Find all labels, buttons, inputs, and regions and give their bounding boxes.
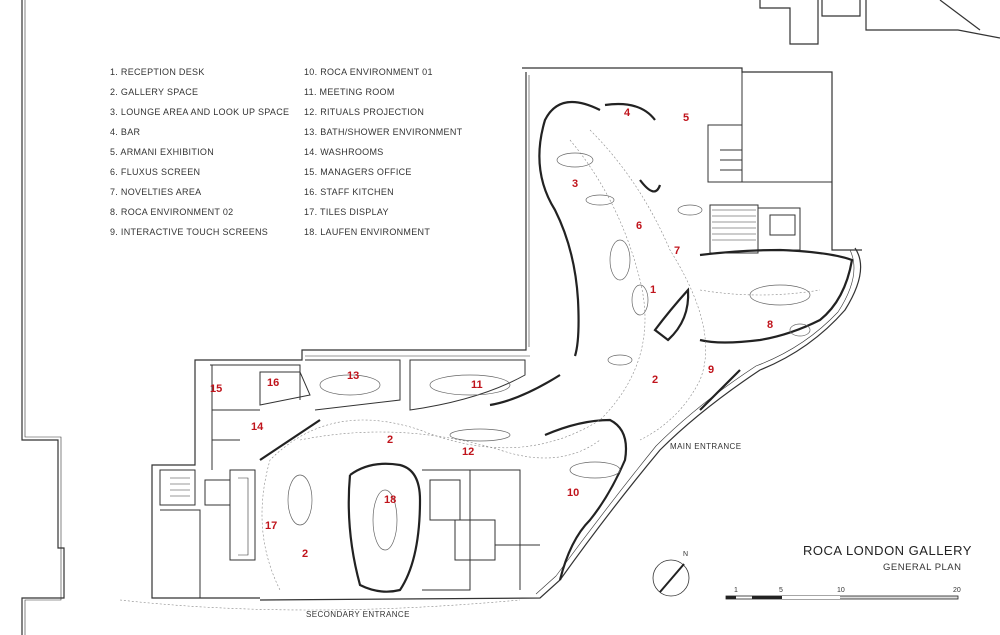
room-number: 1: [650, 284, 656, 296]
north-label: N: [683, 551, 688, 558]
room-number: 5: [683, 112, 689, 124]
room-number: 2: [652, 374, 658, 386]
room-number: 14: [251, 421, 264, 433]
legend-item: 14. WASHROOMS: [304, 147, 384, 157]
legend-column-1: 1. RECEPTION DESK 2. GALLERY SPACE 3. LO…: [110, 62, 289, 242]
room-numbers: 1 2 2 2 3 4 5 6 7 8 9 10 11 12 13 14 15 …: [210, 107, 773, 560]
legend-item: 2. GALLERY SPACE: [110, 87, 199, 97]
legend-item: 17. TILES DISPLAY: [304, 207, 389, 217]
room-number: 2: [387, 434, 393, 446]
room-number: 4: [624, 107, 631, 119]
curved-walls: [259, 100, 854, 593]
legend-item: 15. MANAGERS OFFICE: [304, 167, 412, 177]
scale-tick-label: 5: [779, 587, 783, 594]
legend-item: 10. ROCA ENVIRONMENT 01: [304, 67, 433, 77]
legend-item: 11. MEETING ROOM: [304, 87, 395, 97]
room-number: 12: [462, 446, 474, 458]
secondary-entrance-label: SECONDARY ENTRANCE: [306, 610, 410, 619]
room-number: 11: [471, 379, 483, 391]
scale-tick-label: 10: [837, 587, 845, 594]
room-number: 16: [267, 377, 279, 389]
plan-subtitle: GENERAL PLAN: [883, 562, 962, 573]
legend-item: 8. ROCA ENVIRONMENT 02: [110, 207, 234, 217]
room-number: 6: [636, 220, 642, 232]
room-number: 13: [347, 370, 359, 382]
room-number: 10: [567, 487, 579, 499]
building-outline: [21, 0, 1000, 635]
legend-item: 3. LOUNGE AREA AND LOOK UP SPACE: [110, 107, 290, 117]
room-number: 2: [302, 548, 308, 560]
scale-bar: 1 5 10 20: [725, 587, 961, 600]
legend-item: 18. LAUFEN ENVIRONMENT: [304, 227, 431, 237]
room-number: 8: [767, 319, 773, 331]
circulation-lines: [119, 129, 821, 611]
main-entrance-label: MAIN ENTRANCE: [670, 442, 742, 451]
plan-title: ROCA LONDON GALLERY: [803, 543, 972, 558]
legend-item: 1. RECEPTION DESK: [110, 67, 205, 77]
legend-item: 13. BATH/SHOWER ENVIRONMENT: [304, 127, 463, 137]
scale-tick-label: 1: [734, 587, 738, 594]
legend-item: 9. INTERACTIVE TOUCH SCREENS: [110, 227, 269, 237]
legend-item: 4. BAR: [110, 127, 141, 137]
north-arrow-icon: N: [652, 551, 690, 597]
legend-item: 6. FLUXUS SCREEN: [110, 167, 201, 177]
scale-tick-label: 20: [953, 587, 961, 594]
room-number: 17: [265, 520, 277, 532]
room-number: 15: [210, 383, 222, 395]
legend-item: 16. STAFF KITCHEN: [304, 187, 394, 197]
legend-item: 7. NOVELTIES AREA: [110, 187, 202, 197]
furniture-shapes: [287, 152, 811, 551]
legend-item: 5. ARMANI EXHIBITION: [110, 147, 215, 157]
legend-item: 12. RITUALS PROJECTION: [304, 107, 425, 117]
room-number: 3: [572, 178, 578, 190]
room-number: 18: [384, 494, 396, 506]
interior-walls: [159, 71, 833, 598]
stairs: [170, 209, 756, 497]
room-number: 9: [708, 364, 714, 376]
legend-column-2: 10. ROCA ENVIRONMENT 01 11. MEETING ROOM…: [304, 62, 462, 242]
room-number: 7: [674, 245, 680, 257]
